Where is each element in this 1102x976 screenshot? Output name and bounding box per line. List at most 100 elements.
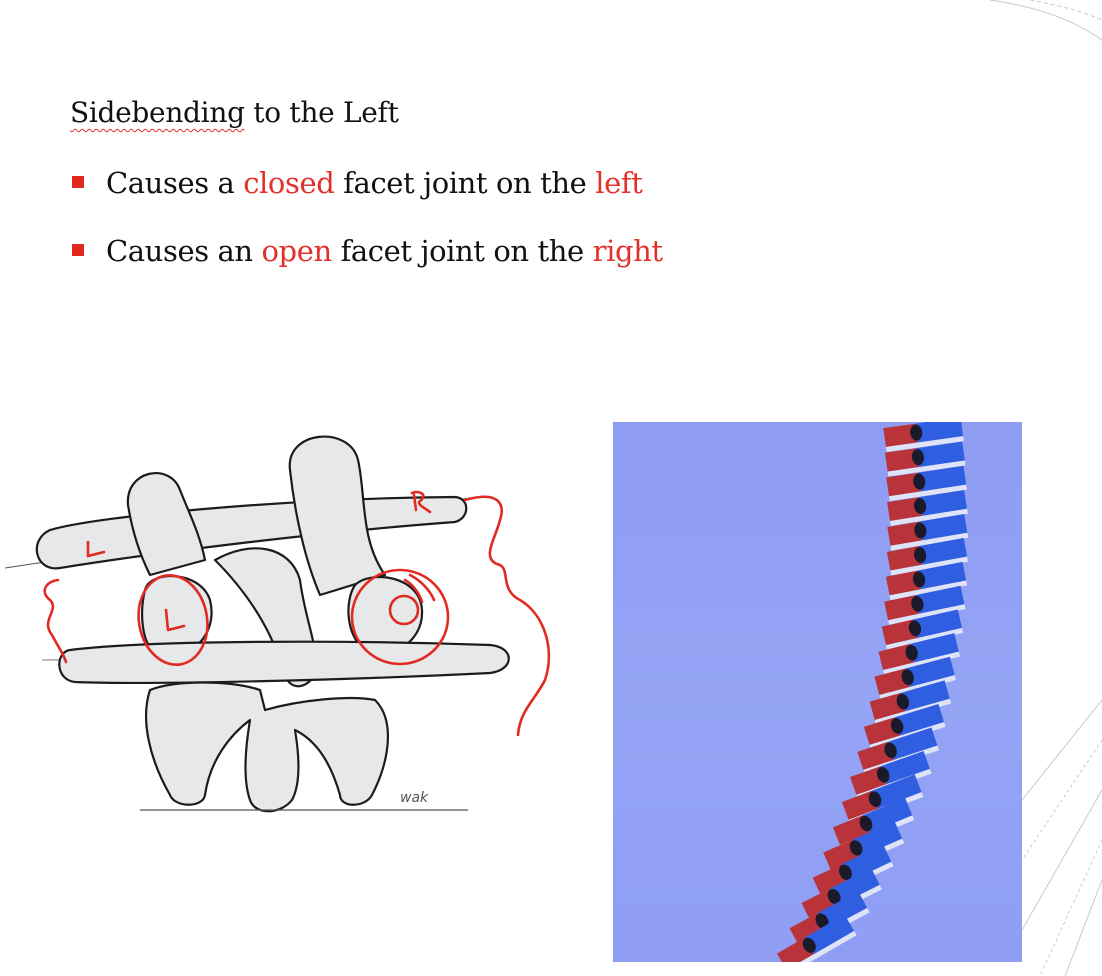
left-upper-articular-process	[126, 472, 207, 577]
vertebrae-sidebending-figure: wak	[4, 435, 551, 813]
spine-segment-gap	[890, 508, 968, 526]
spine-segment-joint-dot	[905, 644, 918, 661]
spine-segment-joint-dot	[839, 864, 852, 880]
spine-segment	[885, 561, 968, 601]
right-open-facet-circle-icon	[350, 568, 450, 666]
bullet-square-icon	[72, 176, 84, 188]
bullet-text: Causes a	[106, 166, 244, 200]
spine-segment-joint-dot	[913, 547, 927, 563]
spine-segment	[878, 633, 960, 675]
spine-segment	[884, 441, 966, 477]
spine-segment-blue-block	[915, 585, 965, 614]
bullet-list: Causes a closed facet joint on the left …	[72, 163, 663, 299]
spine-segment-joint-dot	[868, 791, 882, 807]
spine-segment-blue-block	[862, 797, 913, 833]
spine-segment-blue-block	[894, 703, 945, 736]
right-arc-mark-inner-icon	[403, 578, 424, 604]
bullet-text: Causes an	[106, 234, 262, 268]
spine-segment-blue-block	[830, 867, 880, 906]
segmented-column-photo	[777, 422, 969, 962]
spine-model-photo	[613, 422, 1022, 962]
spine-segment-gap	[888, 604, 966, 626]
spine-segment-joint-dot	[911, 449, 924, 466]
spine-segment	[884, 585, 966, 626]
spine-segment-blue-block	[917, 561, 967, 590]
spine-segment-gap	[890, 532, 969, 551]
spine-segment	[886, 537, 968, 576]
spine-segment-gap	[786, 930, 857, 962]
spine-segment-blue-block	[914, 422, 964, 443]
spine-segment-joint-dot	[911, 595, 924, 612]
red-annotations	[43, 490, 551, 737]
spine-segment	[777, 914, 857, 962]
lower-vertebra-body	[144, 681, 390, 813]
lower-transverse-process	[58, 640, 510, 684]
spine-segment-gap	[890, 556, 968, 576]
spine-segment-joint-dot	[890, 718, 904, 734]
spine-segment-joint-dot	[859, 815, 873, 832]
spine-segment-gap	[889, 580, 968, 601]
bullet-highlight: left	[595, 166, 643, 200]
spine-segment-red-block	[881, 619, 918, 646]
spine-segment-joint-dot	[910, 424, 923, 441]
spine-segment-blue-block	[918, 490, 968, 516]
spine-segment-joint-dot	[912, 571, 926, 588]
title-rest: to the Left	[244, 96, 399, 129]
spine-segment	[886, 465, 967, 502]
spine-segment-joint-dot	[901, 669, 914, 686]
spine-segment-blue-block	[817, 891, 868, 930]
bullet-highlight: open	[261, 234, 333, 268]
spine-segment-joint-dot	[815, 913, 829, 929]
right-upper-articular-process	[288, 435, 387, 597]
bullet-highlight: closed	[243, 166, 335, 200]
spine-segment-red-block	[886, 472, 921, 497]
spine-segment-gap	[882, 651, 960, 675]
spine-segment-blue-block	[880, 750, 930, 785]
spine-segment-blue-block	[916, 441, 965, 468]
letter-l-in-circle-icon	[164, 608, 186, 632]
bullet-square-icon	[72, 244, 84, 256]
right-arc-mark-icon	[408, 573, 436, 602]
spine-segment-blue-block	[887, 727, 938, 760]
spine-segment-blue-block	[841, 844, 892, 882]
spine-segment-joint-dot	[914, 522, 927, 539]
title-word-sidebending: Sidebending	[70, 96, 245, 129]
left-brace-icon	[43, 578, 68, 664]
spine-segment-blue-block	[804, 914, 855, 954]
spine-segment-red-block	[885, 570, 921, 596]
artist-signature: wak	[400, 790, 429, 806]
spine-segment-blue-block	[917, 465, 967, 492]
spine-segment-red-block	[887, 497, 922, 521]
bullet-item-open: Causes an open facet joint on the right	[72, 231, 663, 271]
right-brace-icon	[463, 495, 551, 737]
spine-segment	[883, 422, 964, 452]
spine-segment-joint-dot	[849, 840, 863, 856]
bullet-text: facet joint on the	[334, 166, 596, 200]
left-closed-facet-circle-icon	[137, 573, 209, 667]
spine-segment-joint-dot	[913, 473, 926, 490]
spine-segment-red-block	[883, 423, 918, 447]
letter-l-upper-icon	[86, 540, 106, 558]
spine-segment-joint-dot	[827, 888, 841, 905]
spine-segment-blue-block	[852, 821, 903, 858]
spine-segment	[881, 609, 964, 651]
spine-segment-joint-dot	[884, 742, 897, 759]
spine-segment-joint-dot	[914, 498, 927, 515]
spine-segment-red-block	[884, 595, 920, 621]
spine-segment-gap	[885, 436, 964, 452]
spine-segment-red-block	[878, 644, 915, 671]
right-inner-circle-icon	[388, 594, 420, 626]
slide-title: Sidebending to the Left	[70, 96, 399, 129]
spine-segment-gap	[887, 460, 966, 477]
spine-segment-red-block	[869, 692, 906, 720]
spine-segment	[887, 514, 969, 551]
vertebra-drawing	[35, 435, 510, 813]
spine-segment-blue-block	[918, 537, 968, 565]
spine-segment-joint-dot	[802, 937, 816, 953]
spine-segment-gap	[885, 627, 964, 651]
spine-segment-joint-dot	[908, 620, 922, 637]
bullet-item-closed: Causes a closed facet joint on the left	[72, 163, 663, 203]
spine-segment	[887, 490, 968, 526]
